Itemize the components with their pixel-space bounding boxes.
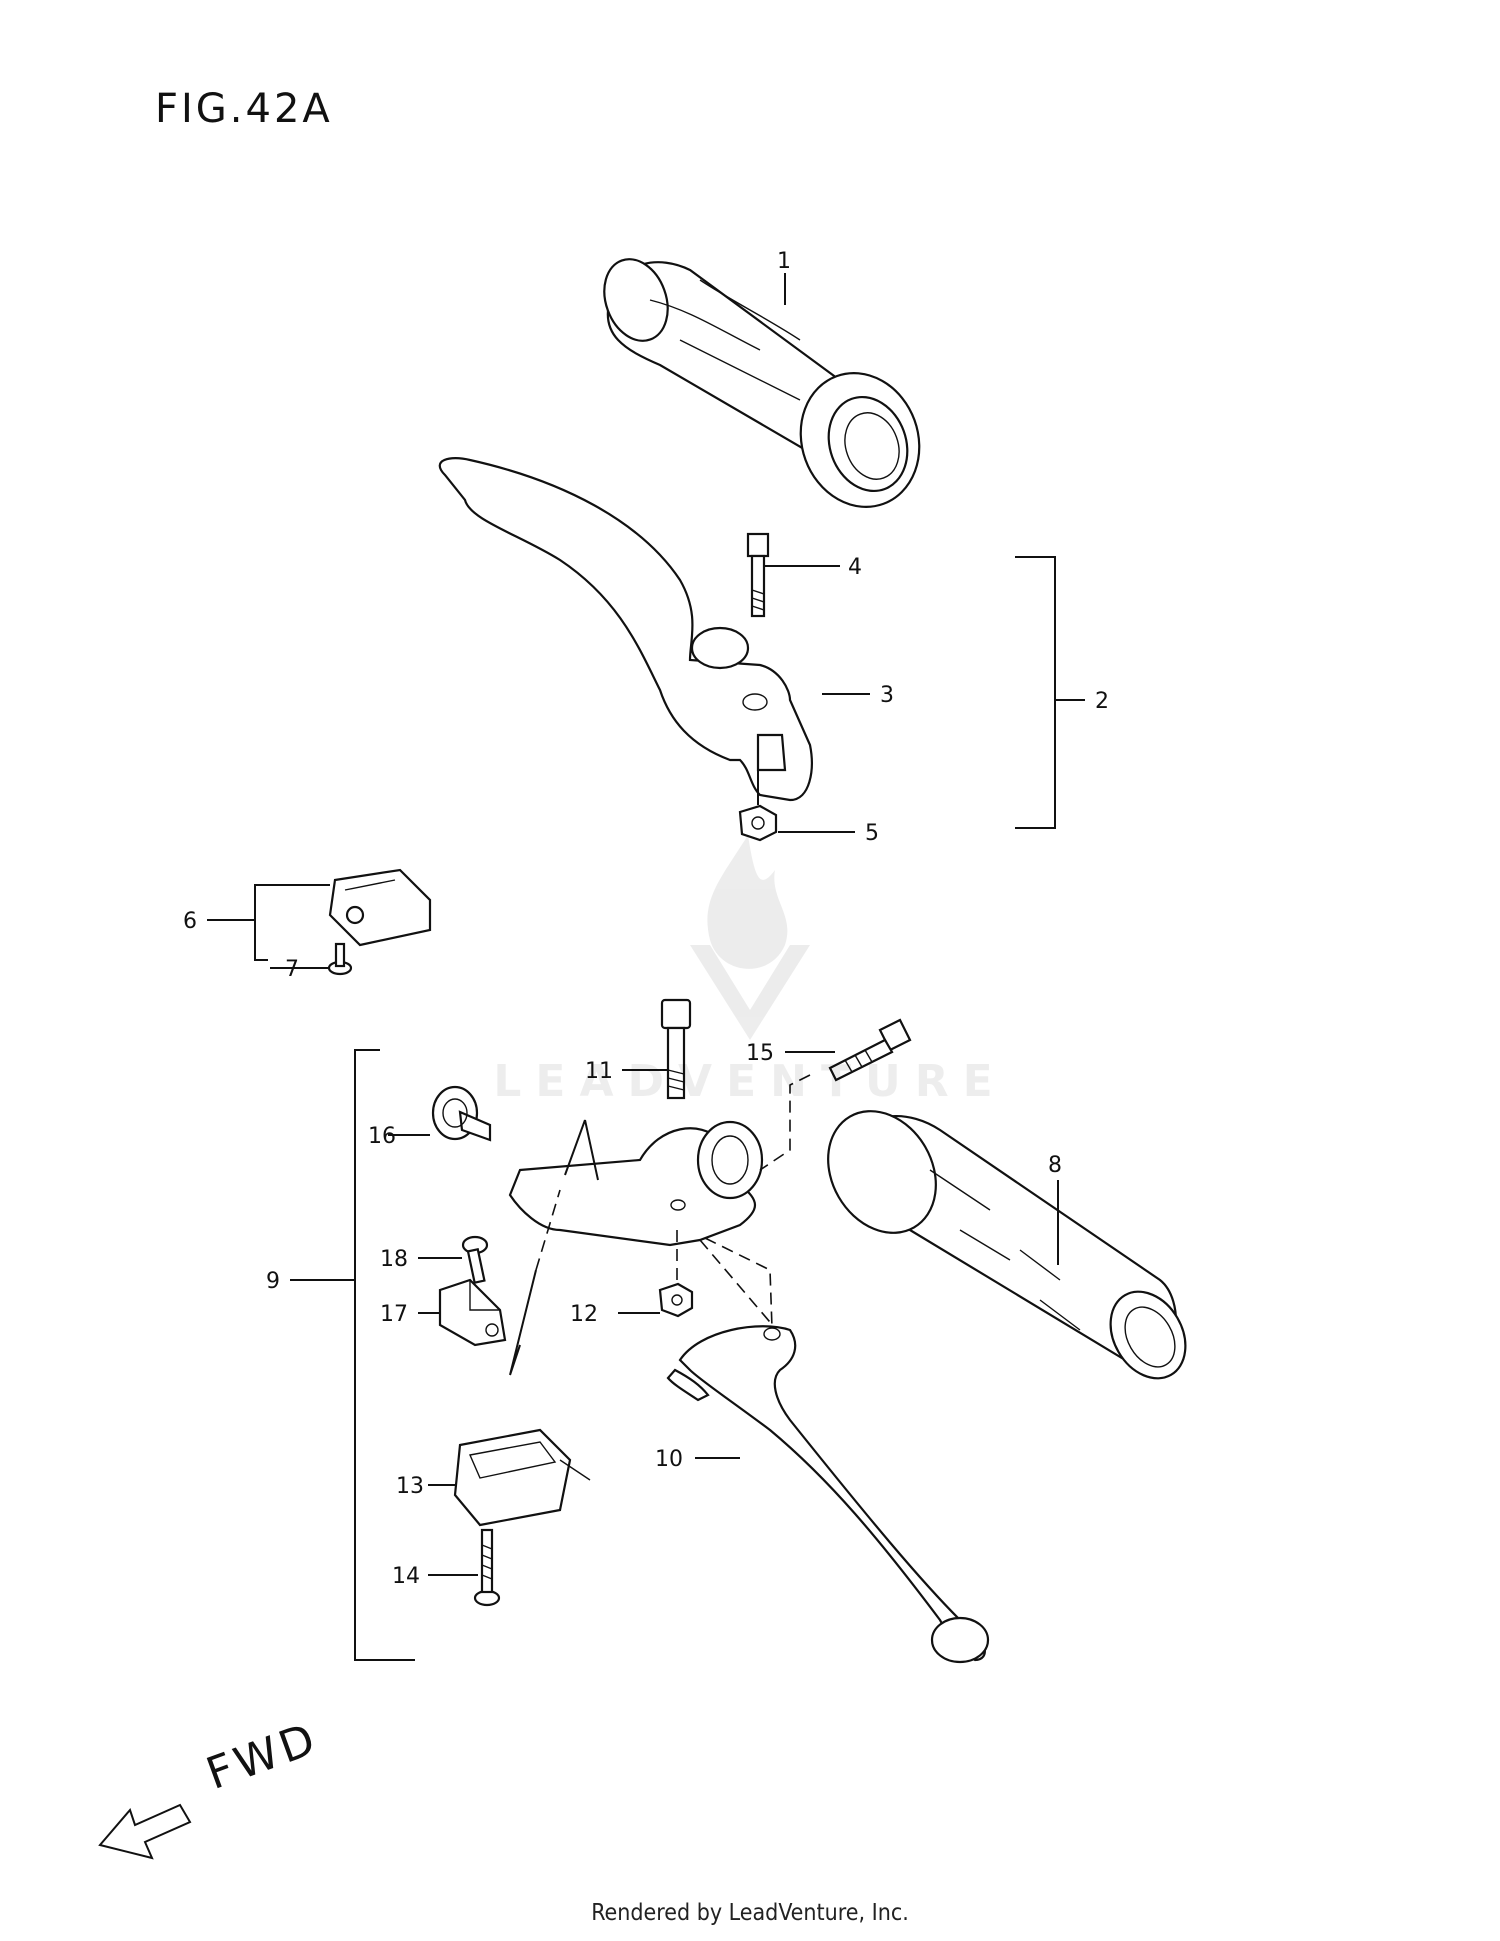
pivot-bolt-part <box>746 532 770 618</box>
callout-6: 6 <box>183 909 197 934</box>
callout-10: 10 <box>655 1447 683 1472</box>
watermark-logo-icon <box>690 835 810 1040</box>
callout-18: 18 <box>380 1247 408 1272</box>
callout-8: 8 <box>1048 1153 1062 1178</box>
bolt-part-15 <box>828 1018 912 1082</box>
callout-4: 4 <box>848 555 862 580</box>
left-grip-part <box>827 1110 1187 1380</box>
callout-2: 2 <box>1095 689 1109 714</box>
switch-part-6 <box>328 868 432 947</box>
lever-assembly-upper <box>438 457 813 802</box>
callout-5: 5 <box>865 821 879 846</box>
callout-3: 3 <box>880 683 894 708</box>
callout-14: 14 <box>392 1564 420 1589</box>
screw-part-7 <box>327 942 353 976</box>
lever-nut-part <box>738 765 778 842</box>
callout-9: 9 <box>266 1269 280 1294</box>
callout-15: 15 <box>746 1041 774 1066</box>
callout-11: 11 <box>585 1059 613 1084</box>
adjuster-part-16 <box>431 1085 492 1142</box>
lever-holder-part <box>508 1120 764 1247</box>
footer-credit: Rendered by LeadVenture, Inc. <box>591 1900 909 1926</box>
switch-part-17 <box>438 1278 507 1347</box>
callout-17: 17 <box>380 1302 408 1327</box>
fwd-arrow-icon <box>98 1803 192 1860</box>
clutch-lever-part <box>666 1325 990 1664</box>
leader-lines <box>270 273 1085 1576</box>
callout-7: 7 <box>285 957 299 982</box>
watermark-text: LEADVENTURE <box>493 1056 1007 1107</box>
switch-part-13 <box>453 1428 591 1527</box>
callout-12: 12 <box>570 1302 598 1327</box>
screw-part-14 <box>473 1528 501 1607</box>
holder-bolt-part <box>660 998 692 1100</box>
figure-title: FIG.42A <box>155 86 333 132</box>
nut-part-12 <box>658 1282 694 1318</box>
callout-13: 13 <box>396 1474 424 1499</box>
callout-16: 16 <box>368 1124 396 1149</box>
callout-1: 1 <box>777 249 791 274</box>
screw-part-18 <box>461 1235 489 1284</box>
throttle-grip-part <box>603 258 921 509</box>
